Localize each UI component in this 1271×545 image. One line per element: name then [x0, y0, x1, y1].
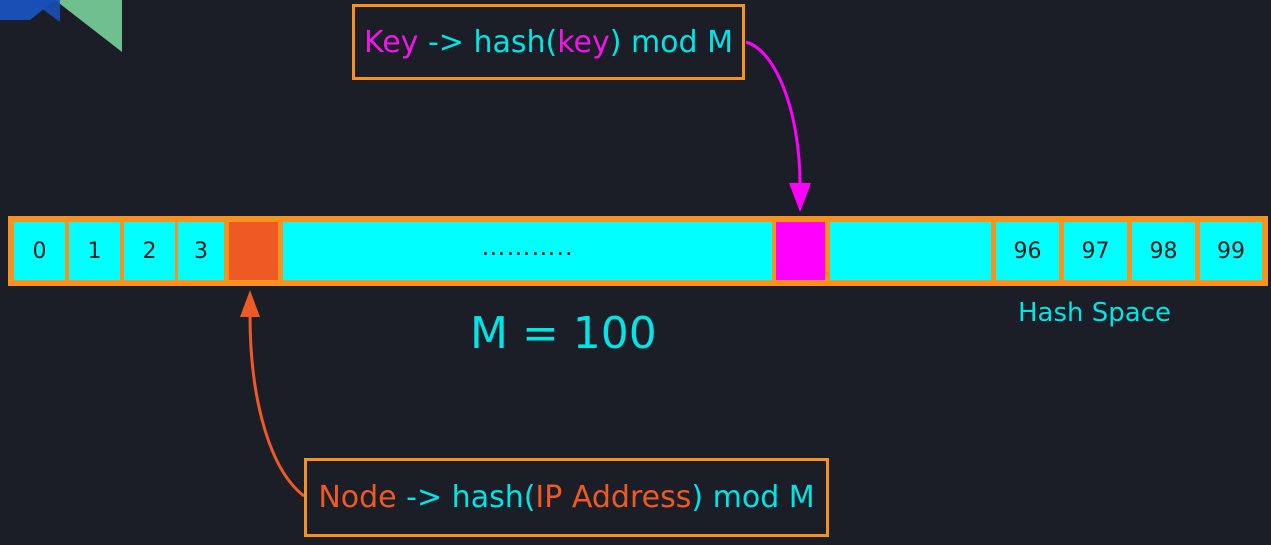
hash-cell-96: 96	[996, 222, 1059, 280]
hash-cell-2: 2	[124, 222, 175, 280]
node-arrow-head	[240, 290, 260, 317]
node-marker-cell	[229, 222, 278, 280]
key-formula-box: Key -> hash( key ) mod M	[352, 4, 745, 80]
key-formula-arrow: -> hash(	[418, 24, 558, 60]
key-formula-key-word: Key	[364, 24, 419, 60]
hash-space-label: Hash Space	[1018, 298, 1172, 328]
node-formula-arrow: -> hash(	[396, 480, 536, 515]
key-marker-cell	[776, 222, 825, 280]
hash-ellipsis-cell: ………..	[283, 222, 772, 280]
hash-cell-97: 97	[1064, 222, 1127, 280]
ellipsis-text: ………..	[481, 233, 574, 261]
node-arrow-line	[248, 314, 305, 498]
key-formula-suffix: ) mod M	[609, 24, 733, 60]
key-arrow-head	[789, 183, 811, 212]
m-value-label: M = 100	[470, 308, 657, 359]
node-formula-suffix: ) mod M	[691, 480, 815, 515]
hash-cell-3: 3	[178, 222, 224, 280]
corner-logo	[0, 0, 122, 52]
hash-cell-98: 98	[1132, 222, 1195, 280]
hash-cell-0: 0	[14, 222, 65, 280]
hash-blank-cell	[830, 222, 991, 280]
node-formula-box: Node -> hash( IP Address ) mod M	[304, 458, 829, 537]
node-formula-node-word: Node	[318, 480, 397, 515]
node-formula-param: IP Address	[535, 480, 692, 515]
key-arrow-line	[745, 40, 802, 186]
logo-green-shape	[55, 0, 122, 52]
hash-space-bar: 0 1 2 3 ……….. 96 97 98 99	[8, 216, 1268, 286]
logo-blue-accent	[30, 0, 60, 22]
key-formula-param: key	[557, 24, 610, 60]
hash-cell-99: 99	[1200, 222, 1262, 280]
hash-cell-1: 1	[69, 222, 120, 280]
